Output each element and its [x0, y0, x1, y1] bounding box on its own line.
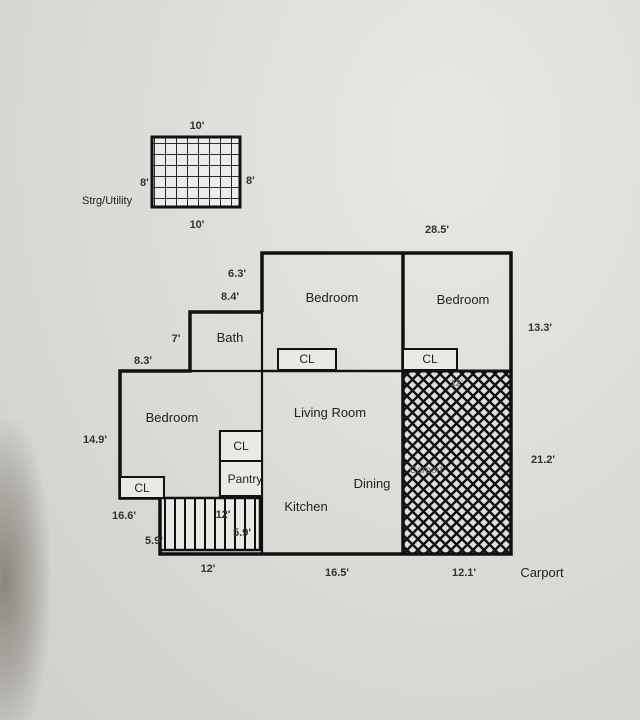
- dim-bottom-16-5: 16.5': [325, 567, 349, 579]
- closet-label-1: CL: [299, 352, 315, 366]
- closet-label-2: CL: [422, 352, 438, 366]
- dim-21-2: 21.2': [531, 454, 555, 466]
- room-label-bedroom-top-right: Bedroom: [437, 292, 490, 307]
- dim-top-overall: 28.5': [425, 224, 449, 236]
- room-label-bedroom-top-left: Bedroom: [306, 290, 359, 305]
- dim-5-9-left: 5.9': [145, 535, 163, 547]
- storage-utility-box: 10' 10' 8' 8' Strg/Utility: [82, 120, 255, 231]
- dim-13-3: 13.3': [528, 322, 552, 334]
- dim-8-3: 8.3': [134, 355, 152, 367]
- storage-dim-right: 8': [246, 175, 255, 187]
- dim-bottom-12: 12': [201, 563, 216, 575]
- closet-label-4: CL: [134, 481, 150, 495]
- room-label-dining: Dining: [354, 476, 391, 491]
- room-label-pantry: Pantry: [228, 472, 263, 486]
- storage-dim-bottom: 10': [190, 219, 205, 231]
- storage-grid: [150, 135, 242, 209]
- room-label-bedroom-left: Bedroom: [146, 410, 199, 425]
- carport-faint-label: Carport: [409, 465, 443, 476]
- dim-6-3: 6.3': [228, 268, 246, 280]
- pantry-box: [219, 460, 263, 497]
- stairs: [158, 496, 262, 552]
- storage-dim-top: 10': [190, 120, 205, 132]
- room-label-living-room: Living Room: [294, 405, 366, 420]
- storage-label: Strg/Utility: [82, 195, 133, 207]
- dim-14-9: 14.9': [83, 434, 107, 446]
- room-label-kitchen: Kitchen: [284, 499, 327, 514]
- dim-bottom-12-1: 12.1': [452, 567, 476, 579]
- carport-hatched-area: [401, 369, 513, 556]
- closet-bedroom-1: [277, 348, 337, 371]
- closet-label-3: CL: [233, 439, 249, 453]
- room-label-bath: Bath: [217, 330, 244, 345]
- dim-5-9-stair: 5.9': [233, 527, 251, 539]
- dim-12-stair: 12': [216, 509, 231, 521]
- dim-7: 7': [172, 333, 181, 345]
- storage-dim-left: 8': [140, 177, 149, 189]
- closets: [119, 348, 458, 499]
- dim-8-4: 8.4': [221, 291, 239, 303]
- hatched-dim-label: 12': [451, 378, 463, 388]
- closet-bedroom-left-2: [119, 476, 165, 499]
- closet-bedroom-2: [402, 348, 458, 371]
- carport-label: Carport: [520, 565, 564, 580]
- dim-16-6: 16.6': [112, 510, 136, 522]
